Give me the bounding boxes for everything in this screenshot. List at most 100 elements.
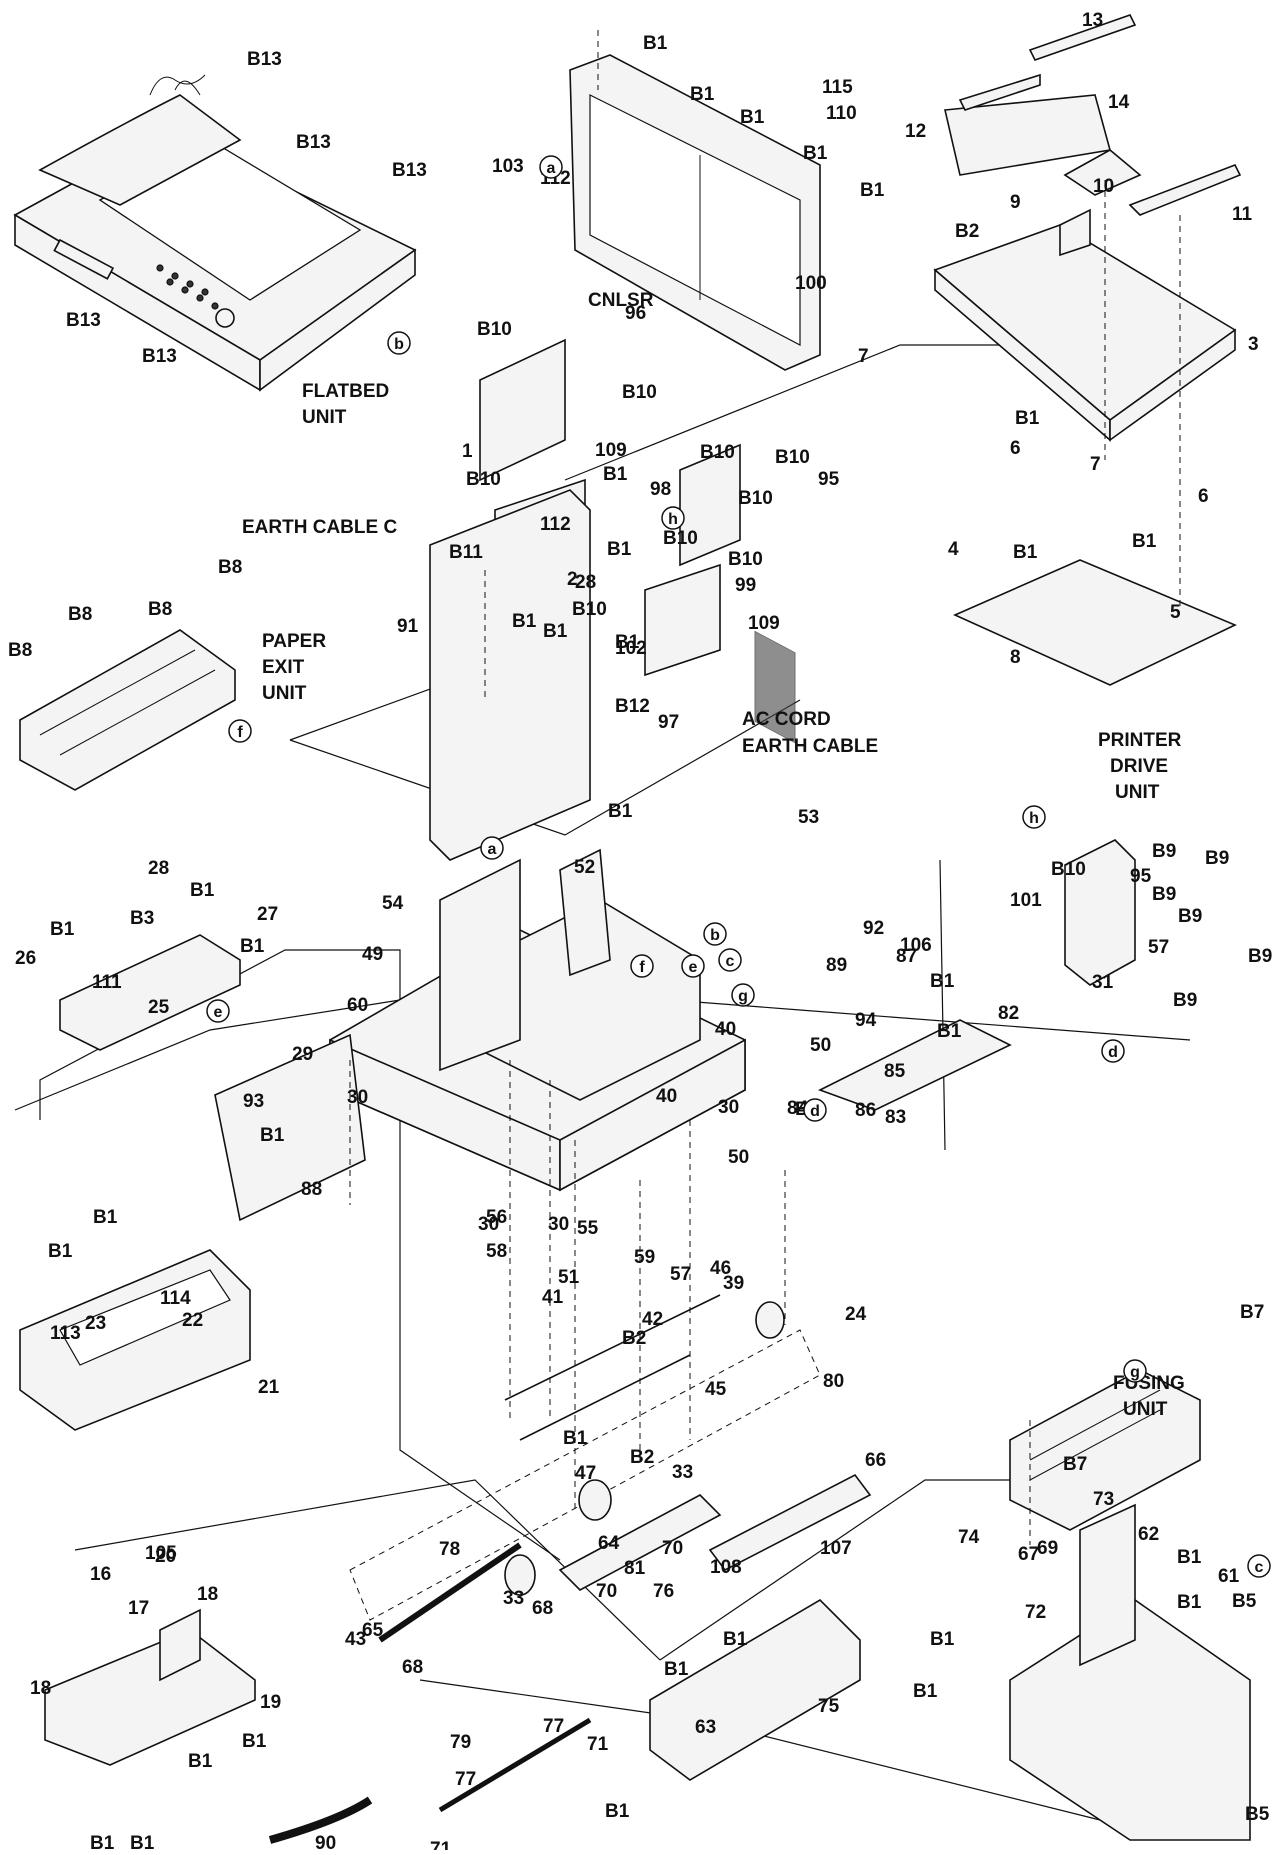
screw-label-b9: B9 [1178,906,1202,927]
part-number-78: 78 [439,1539,460,1560]
part-number-19: 19 [260,1692,281,1713]
main-chassis [329,848,746,1192]
paper-exit-unit-label: EXIT [262,657,305,678]
part-number-101: 101 [1010,890,1042,911]
screw-label-b10: B10 [663,528,698,549]
part-number-31: 31 [1092,972,1114,993]
screw-label-b1: B1 [188,1751,213,1772]
screw-label-b1: B1 [50,919,75,940]
part-number-71: 71 [587,1734,609,1755]
part-number-62: 62 [1138,1524,1159,1545]
screw-label-b1: B1 [1013,542,1038,563]
part-number-30: 30 [347,1087,368,1108]
part-number-77: 77 [455,1769,476,1790]
marker-d-ring [803,1098,827,1122]
part-number-105: 105 [145,1543,177,1564]
part-number-67: 67 [1018,1544,1039,1565]
part-number-69: 69 [1037,1538,1058,1559]
printer-drive-unit-label: DRIVE [1110,756,1168,777]
part-number-73: 73 [1093,1489,1114,1510]
screw-label-b8: B8 [148,599,172,620]
part-number-11: 11 [1232,204,1253,225]
front-cover [214,1033,366,1222]
screw-label-b1: B1 [723,1629,748,1650]
marker-e-ring [681,954,705,978]
screw-label-b1: B1 [1015,408,1040,429]
screw-label-b9: B9 [1173,990,1197,1011]
screw-label-b10: B10 [572,599,607,620]
flatbed-unit [13,74,417,392]
fusing-unit-label: UNIT [1123,1399,1168,1420]
marker-a-ring [539,155,563,179]
paper-exit-unit-label: UNIT [262,683,307,704]
paper-sheet [953,559,1237,686]
part-number-108: 108 [710,1557,742,1578]
part-number-30: 30 [718,1097,739,1118]
part-number-6: 6 [1010,438,1021,459]
screw-label-b10: B10 [466,469,501,490]
part-number-88: 88 [301,1179,322,1200]
part-number-22: 22 [182,1310,203,1331]
tie-wrap [268,1796,373,1844]
part-number-83: 83 [885,1107,906,1128]
part-number-98: 98 [650,479,671,500]
bracket-82 [817,1019,1012,1111]
part-number-9: 9 [1010,192,1021,213]
part-number-92: 92 [863,918,884,939]
part-number-113: 113 [50,1323,81,1344]
screw-label-b13: B13 [247,49,282,70]
part-number-21: 21 [258,1377,280,1398]
screw-label-b13: B13 [296,132,331,153]
part-number-53: 53 [798,807,819,828]
part-number-102: 102 [615,638,647,659]
screw-label-b1: B1 [603,464,628,485]
transfer-frame [649,1598,861,1781]
cnlsr-label: CNLSR [588,290,654,311]
fusing-unit-label: FUSING [1113,1373,1185,1394]
part-number-7: 7 [858,346,869,367]
part-number-57: 57 [670,1264,691,1285]
screw-label-b1: B1 [860,180,885,201]
part-number-90: 90 [315,1833,336,1850]
screw-label-b1: B1 [615,632,640,653]
screw-label-b1: B1 [242,1731,267,1752]
part-number-91: 91 [397,616,419,637]
screw-label-b2: B2 [955,221,979,242]
assembly-frame-lines [14,344,1191,1821]
part-number-23: 23 [85,1313,106,1334]
marker-a: a [547,160,556,177]
marker-b: b [394,336,404,353]
assembly-guides [349,30,1181,1545]
part-number-14: 14 [1108,92,1130,113]
screw-label-b9: B9 [1152,884,1176,905]
marker-c-ring [1247,1554,1271,1578]
part-number-95: 95 [818,469,840,490]
marker-f-ring [630,954,654,978]
part-number-1: 1 [462,441,473,462]
part-number-64: 64 [598,1533,620,1554]
part-number-7: 7 [1090,454,1101,475]
marker-c: c [726,953,735,970]
part-number-89: 89 [826,955,847,976]
screw-label-b8: B8 [8,640,32,661]
screw-label-b9: B9 [1248,946,1272,967]
screw-label-b1: B1 [913,1681,938,1702]
rear-cover [569,54,821,744]
part-number-50: 50 [810,1035,831,1056]
screw-label-b10: B10 [775,447,810,468]
side-cover [1009,1503,1251,1841]
part-number-27: 27 [257,904,278,925]
screw-label-b1: B1 [48,1241,73,1262]
part-number-100: 100 [795,273,827,294]
tray-module [59,934,241,1051]
screw-label-b11: B11 [449,542,483,563]
screw-label-b12: B12 [615,696,650,717]
part-number-77: 77 [543,1716,564,1737]
marker-f: f [237,724,243,741]
marker-e: e [689,959,698,976]
screw-label-b1: B1 [608,801,633,822]
screw-label-b10: B10 [700,442,735,463]
part-number-81: 81 [624,1558,646,1579]
part-number-3: 3 [1248,334,1259,355]
